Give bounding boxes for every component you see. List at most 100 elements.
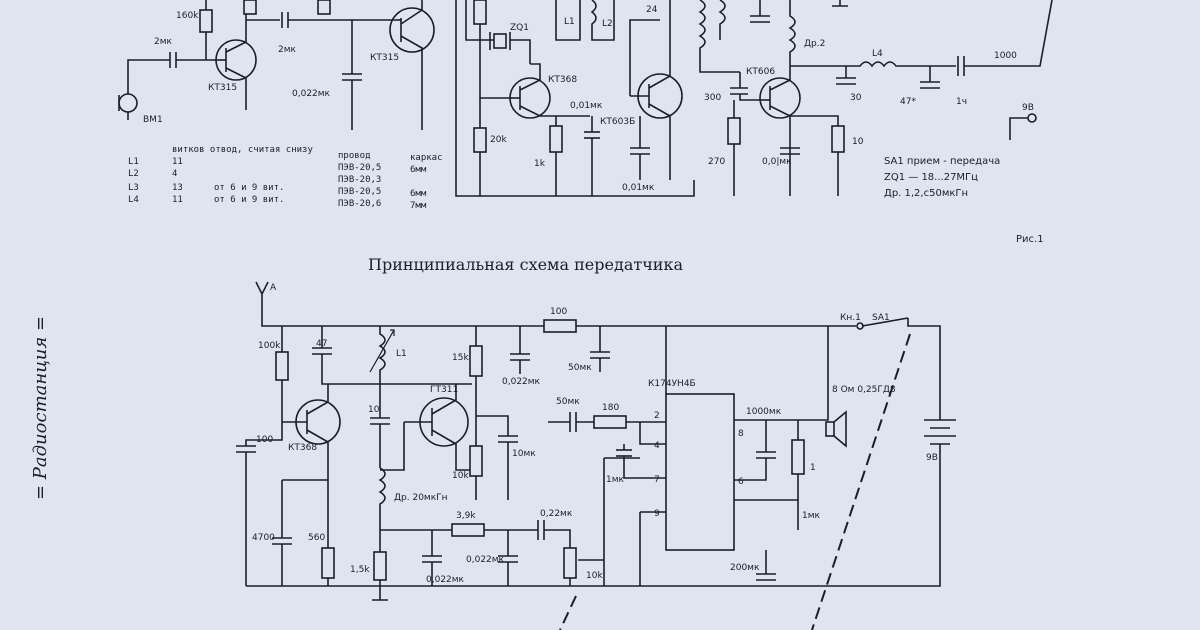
resistor-10k bbox=[469, 445, 483, 477]
resistor-1k bbox=[549, 125, 563, 153]
cap-label-24: 24 bbox=[646, 5, 658, 15]
cap-label-30: 30 bbox=[850, 93, 862, 103]
cap-label-0022-c: 0,022мк bbox=[426, 575, 465, 585]
kt368-label: КТ368 bbox=[288, 443, 317, 453]
resistor-160k bbox=[199, 9, 213, 33]
gt311-label: ГТ311 bbox=[430, 385, 458, 395]
res-label-1: 1 bbox=[810, 463, 816, 473]
cap-label-1mk-b: 1мк bbox=[802, 511, 821, 521]
cap-label-1000: 1000 bbox=[994, 51, 1017, 61]
note-sa1: SA1 прием - передача bbox=[884, 156, 1000, 167]
q2-label: КТ315 bbox=[370, 53, 399, 63]
antenna-symbol bbox=[255, 281, 282, 327]
terminal-9v-top bbox=[1027, 113, 1037, 123]
coil-row-1-frame: 6мм bbox=[410, 165, 427, 175]
resistor-1-5k bbox=[373, 551, 387, 581]
coil-row-4-tap: от 6 и 9 вит. bbox=[214, 195, 284, 205]
antenna-label: А bbox=[270, 283, 277, 293]
coil-row-3-name: L3 bbox=[128, 183, 139, 193]
res-label-1-5k: 1,5k bbox=[350, 565, 370, 575]
resistor-100k bbox=[275, 351, 289, 381]
fig-label: Рис.1 bbox=[1016, 234, 1044, 245]
res-label-10k-pot: 10k bbox=[586, 571, 603, 581]
resistor-20k bbox=[473, 127, 487, 153]
transistor-q1 bbox=[215, 39, 257, 81]
switch-link-dashed bbox=[811, 333, 911, 630]
coil-row-4-frame: 7мм bbox=[410, 201, 427, 211]
res-label-160k: 160k bbox=[176, 11, 199, 21]
zq1-label: ZQ1 bbox=[510, 23, 529, 33]
note-zq1: ZQ1 — 18...27МГц bbox=[884, 172, 978, 183]
res-label-100: 100 bbox=[550, 307, 567, 317]
schematic-title: Принципиальная схема передатчика bbox=[368, 255, 683, 274]
resistor-560 bbox=[321, 547, 335, 579]
cap-label-2mk-mid: 2мк bbox=[278, 45, 297, 55]
res-label-15k: 15k bbox=[452, 353, 469, 363]
cap-label-0022: 0,022мк bbox=[502, 377, 541, 387]
resistor-3-9k bbox=[451, 523, 485, 537]
potentiometer-10k bbox=[563, 547, 577, 579]
table-header-wire: провод bbox=[338, 151, 371, 161]
ic-label: К174УН4Б bbox=[648, 379, 696, 389]
note-dr: Др. 1,2,с50мкГн bbox=[884, 188, 968, 199]
cap-label-100: 100 bbox=[256, 435, 273, 445]
ic-k174un4b bbox=[665, 393, 735, 551]
cap-label-10mk: 10мк bbox=[512, 449, 536, 459]
coil-row-1-wire: ПЭВ-20,5 bbox=[338, 163, 381, 173]
resistor-1 bbox=[791, 439, 805, 475]
kn1-label: Кн.1 bbox=[840, 313, 861, 323]
l1-label: L1 bbox=[564, 17, 575, 27]
res-label-20k: 20k bbox=[490, 135, 507, 145]
side-caption: = Радиостанция = bbox=[30, 316, 51, 500]
cap-label-1h: 1ч bbox=[956, 97, 967, 107]
ic-pin-6: 6 bbox=[738, 477, 744, 487]
cap-label-300: 300 bbox=[704, 93, 721, 103]
cap-label-1mk: 1мк bbox=[606, 475, 625, 485]
battery-label: 9В bbox=[926, 453, 938, 463]
resistor-10 bbox=[831, 125, 845, 153]
res-label-3-9k: 3,9k bbox=[456, 511, 476, 521]
res-label-1k: 1k bbox=[534, 159, 546, 169]
table-header: витков отвод, считая снизу bbox=[172, 145, 313, 155]
sa1-label: SA1 bbox=[872, 313, 890, 323]
ic-pin-8: 8 bbox=[738, 429, 744, 439]
kt606-label: КТ606 bbox=[746, 67, 775, 77]
coil-row-3-tap: от 6 и 9 вит. bbox=[214, 183, 284, 193]
coil-row-2-name: L2 bbox=[128, 169, 139, 179]
cap-label-50mk-b: 50мк bbox=[556, 397, 580, 407]
cap-label-10: 10 bbox=[368, 405, 380, 415]
kt368-top-label: КТ368 bbox=[548, 75, 577, 85]
coil-row-3-frame: 6мм bbox=[410, 189, 427, 199]
coil-row-3-wire: ПЭВ-20,5 bbox=[338, 187, 381, 197]
cap-label-001mk-b: 0,01мк bbox=[622, 183, 655, 193]
coil-row-1-turns: 11 bbox=[172, 157, 183, 167]
cap-label-47: 47 bbox=[316, 339, 327, 349]
coil-row-4-wire: ПЭВ-20,6 bbox=[338, 199, 381, 209]
cap-label-4700: 4700 bbox=[252, 533, 275, 543]
v9-label-top: 9В bbox=[1022, 103, 1034, 113]
coil-row-2-turns: 4 bbox=[172, 169, 177, 179]
ic-pin-2: 2 bbox=[654, 411, 660, 421]
ic-pin-9: 9 bbox=[654, 509, 660, 519]
transistor-kt606 bbox=[759, 77, 801, 119]
cap-label-2mk-in: 2мк bbox=[154, 37, 173, 47]
cap-label-001-c: 0,0|мк bbox=[762, 157, 792, 167]
cap-label-1000mk: 1000мк bbox=[746, 407, 782, 417]
cap-label-50mk: 50мк bbox=[568, 363, 592, 373]
l1-bottom-label: L1 bbox=[396, 349, 407, 359]
mic-label: ВМ1 bbox=[143, 115, 163, 125]
res-label-180: 180 bbox=[602, 403, 619, 413]
cap-label-022mk: 0,22мк bbox=[540, 509, 573, 519]
resistor-270 bbox=[727, 117, 741, 145]
coil-row-3-turns: 13 bbox=[172, 183, 183, 193]
top-schematic: ВМ1 2мк 160k КТ315 2мк 0,022мк bbox=[118, 0, 1053, 245]
resistor-15k bbox=[469, 345, 483, 377]
res-label-100k: 100k bbox=[258, 341, 281, 351]
speaker-label: 8 Ом 0,25ГД8 bbox=[832, 385, 896, 395]
dr2-label: Др.2 bbox=[804, 39, 825, 49]
res-label-560: 560 bbox=[308, 533, 325, 543]
cap-label-200mk: 200мк bbox=[730, 563, 760, 573]
bottom-schematic: А 100 Кн.1 SA1 100k 100 47 КТ368 bbox=[236, 281, 956, 630]
coil-row-1-name: L1 bbox=[128, 157, 139, 167]
